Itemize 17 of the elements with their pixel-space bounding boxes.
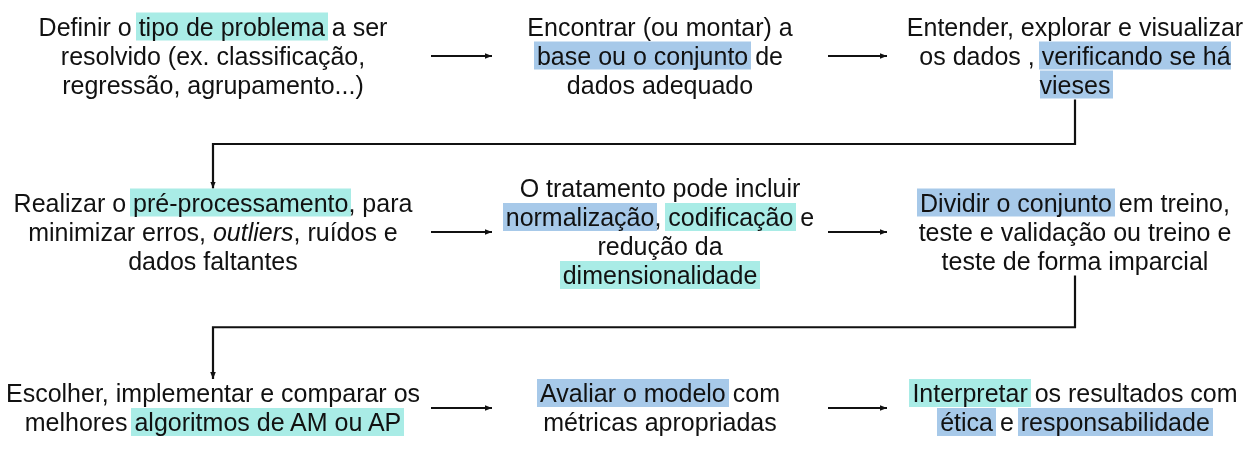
arrow bbox=[431, 229, 492, 235]
step-text: Entender, explorar e visualizar os dados , verificando se há vieses bbox=[895, 12, 1255, 100]
arrow bbox=[431, 405, 492, 411]
arrow bbox=[210, 275, 1077, 379]
step-text: Escolher, implementar e comparar os melhores algoritmos de AM ou AP bbox=[3, 379, 423, 437]
arrow bbox=[210, 99, 1077, 189]
arrow bbox=[828, 229, 887, 235]
arrow bbox=[828, 405, 887, 411]
arrow bbox=[828, 53, 887, 59]
step-text: O tratamento pode incluir normalização, codificação e redução da dimensionalidade bbox=[500, 174, 820, 290]
step-text: Avaliar o modelo com métricas apropriadas bbox=[500, 379, 820, 437]
step-text: Encontrar (ou montar) a base ou o conjunto de dados adequado bbox=[500, 12, 820, 100]
step-text: Interpretar os resultados com ética e responsabilidade bbox=[895, 379, 1255, 437]
step-text: Definir o tipo de problema a ser resolvido (ex. classificação, regressão, agrupamento...) bbox=[3, 12, 423, 100]
arrow bbox=[431, 53, 492, 59]
step-text: Dividir o conjunto em treino, teste e validação ou treino e teste de forma imparcial bbox=[895, 188, 1255, 276]
step-text: Realizar o pré-processamento, para minimizar erros, outliers, ruídos e dados faltantes bbox=[3, 188, 423, 276]
